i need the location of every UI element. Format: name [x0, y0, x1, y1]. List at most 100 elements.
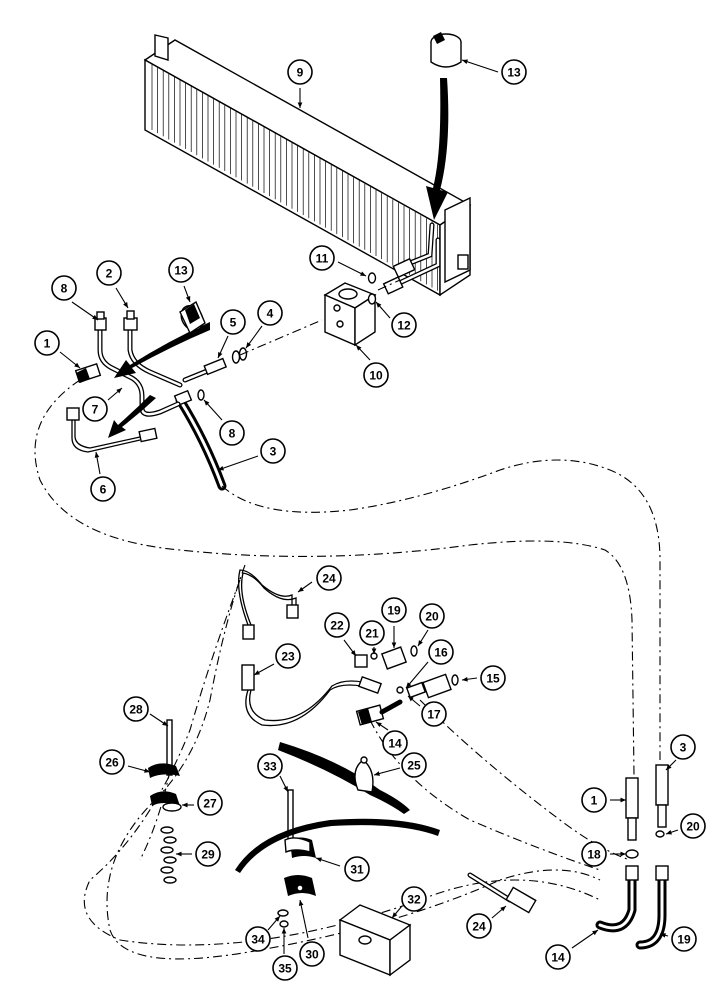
leader-arrowhead — [371, 648, 377, 654]
callout-number: 3 — [680, 741, 687, 755]
leader-arrowhead — [274, 916, 280, 922]
callout-circle — [99, 749, 125, 775]
callout-14: 14 — [545, 929, 599, 970]
wire-harness-24 — [237, 569, 299, 640]
callout-31: 31 — [315, 856, 370, 882]
callout-circle — [391, 312, 417, 338]
o-ring — [367, 293, 377, 305]
callout-number: 13 — [174, 264, 188, 278]
clamp-stack-30-31 — [277, 789, 316, 928]
callout-circle — [257, 753, 283, 779]
callout-25: 25 — [373, 752, 427, 778]
callout-35: 35 — [272, 928, 298, 981]
flow-arrow — [114, 322, 210, 378]
callout-circle — [363, 362, 389, 388]
callout-20: 20 — [665, 813, 706, 839]
leader-arrowhead — [92, 314, 98, 320]
callout-8: 8 — [51, 275, 99, 321]
o-ring — [231, 350, 241, 364]
callout-number: 2 — [106, 267, 113, 281]
leader-arrowhead — [144, 768, 150, 773]
callout-number: 35 — [278, 962, 292, 976]
callout-12: 12 — [375, 301, 417, 338]
callout-circle — [220, 309, 246, 335]
callout-circle — [501, 59, 527, 85]
callout-2: 2 — [96, 260, 129, 309]
callout-number: 9 — [297, 66, 304, 80]
callout-28: 28 — [123, 696, 169, 727]
callout-circle — [382, 730, 408, 756]
leader-arrowhead — [316, 857, 322, 862]
leader-arrowhead — [116, 388, 122, 394]
callout-circle — [421, 701, 447, 727]
callout-circle — [82, 396, 108, 422]
callout-circle — [324, 612, 350, 638]
leader-line — [217, 455, 259, 471]
leader-arrowhead — [356, 345, 362, 351]
install-arrow — [426, 78, 449, 220]
callout-33: 33 — [257, 753, 289, 793]
callout-14: 14 — [375, 721, 408, 756]
callout-circle — [90, 476, 116, 502]
callout-3: 3 — [665, 734, 696, 771]
leader-arrowhead — [360, 271, 366, 276]
callout-circle — [309, 245, 335, 271]
leader-arrowhead — [246, 342, 252, 348]
callout-30: 30 — [298, 899, 325, 967]
callout-23: 23 — [253, 643, 301, 676]
callout-circle — [401, 752, 427, 778]
callout-13: 13 — [168, 257, 194, 303]
leader-arrowhead — [185, 296, 191, 302]
callout-17: 17 — [407, 695, 447, 727]
callout-circle — [359, 620, 385, 646]
callout-number: 14 — [388, 737, 402, 751]
leader-arrowhead — [376, 302, 382, 308]
leader-arrowhead — [666, 830, 672, 835]
callout-26: 26 — [99, 749, 151, 775]
callout-number: 24 — [322, 572, 336, 586]
clamp-sweep — [235, 818, 440, 873]
leader-arrowhead — [74, 362, 80, 368]
leader-line — [461, 59, 499, 73]
clamp-stack-26-27 — [148, 719, 182, 884]
leader-arrowhead — [298, 586, 304, 592]
leader-arrowhead — [123, 302, 128, 308]
callout-27: 27 — [182, 790, 223, 816]
callout-circle — [680, 813, 706, 839]
callout-circle — [419, 603, 445, 629]
callout-number: 22 — [330, 619, 344, 633]
callout-number: 31 — [350, 863, 364, 877]
callout-number: 29 — [201, 848, 215, 862]
callout-24: 24 — [466, 905, 507, 939]
callout-1: 1 — [34, 330, 81, 369]
callout-circle — [670, 734, 696, 760]
callout-number: 4 — [267, 307, 274, 321]
callout-3: 3 — [217, 438, 286, 471]
callout-number: 19 — [677, 933, 691, 947]
leader-arrowhead — [374, 771, 380, 776]
callout-circle — [480, 665, 506, 691]
leader-arrowhead — [462, 59, 468, 64]
leader-arrowhead — [218, 352, 223, 358]
leader-arrowhead — [500, 906, 506, 912]
callout-circle — [428, 639, 454, 665]
callout-number: 1 — [591, 794, 598, 808]
callout-circle — [260, 438, 286, 464]
leader-arrowhead — [666, 764, 672, 770]
leader-arrowhead — [620, 797, 626, 803]
callout-32: 32 — [391, 886, 427, 919]
callout-15: 15 — [461, 665, 506, 691]
leader-arrowhead — [660, 933, 666, 938]
bracket-32 — [338, 904, 412, 977]
callout-circle — [34, 330, 60, 356]
callout-circle — [545, 944, 571, 970]
callout-number: 11 — [316, 252, 329, 266]
callout-number: 34 — [251, 933, 265, 947]
leader-arrowhead — [376, 722, 382, 728]
callout-number: 30 — [305, 948, 319, 962]
callout-circle — [96, 260, 122, 286]
callout-number: 28 — [129, 703, 143, 717]
callout-number: 8 — [61, 282, 68, 296]
leader-arrowhead — [94, 452, 100, 458]
pressure-switch — [94, 310, 138, 331]
